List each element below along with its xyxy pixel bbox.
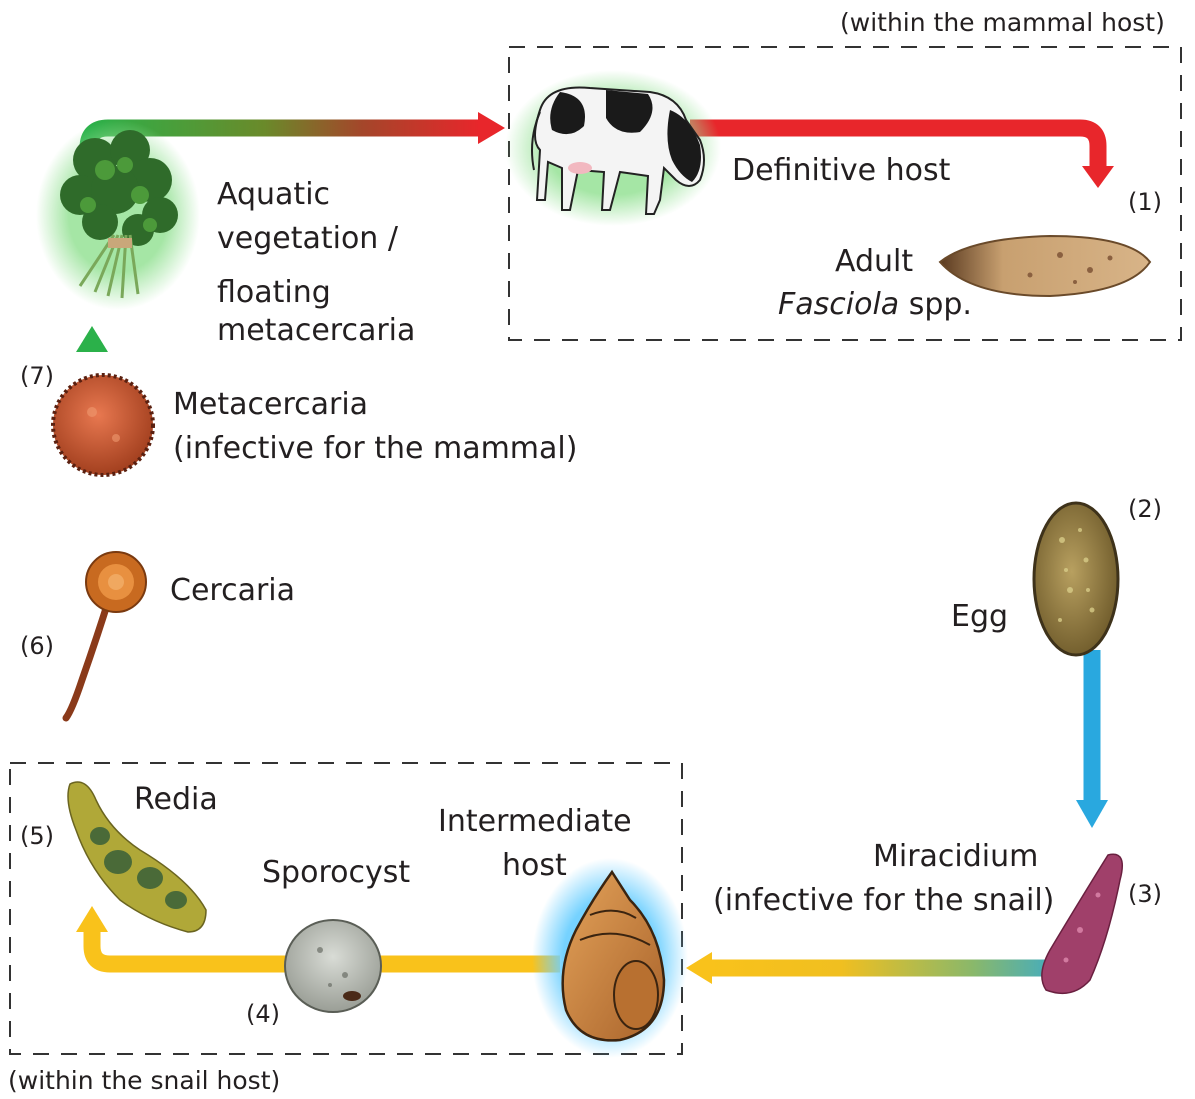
intermediate-host-label-line1: Intermediate	[438, 803, 632, 841]
stage-number-3: (3)	[1128, 880, 1162, 908]
arrowhead-to-adult	[1082, 166, 1114, 188]
arrowhead-to-miracidium	[1076, 800, 1108, 828]
adult-suffix: spp.	[899, 287, 972, 322]
vegetation-label-line3: floating	[217, 274, 331, 312]
arrowhead-to-host	[478, 112, 505, 144]
mammal-box-caption: (within the mammal host)	[840, 8, 1165, 38]
stage-number-7: (7)	[20, 362, 54, 390]
snail-box-caption: (within the snail host)	[8, 1066, 280, 1096]
stage-number-6: (6)	[20, 632, 54, 660]
egg-label: Egg	[951, 598, 1008, 636]
cow-icon	[505, 70, 721, 226]
definitive-host-label: Definitive host	[732, 152, 950, 190]
adult-genus: Fasciola	[778, 287, 899, 322]
vegetation-label-line1: Aquatic	[217, 176, 330, 214]
arrow-miracidium-to-snail	[710, 955, 1085, 968]
arrowhead-to-snail	[686, 952, 712, 984]
metacercaria-icon	[53, 375, 153, 475]
intermediate-host-label-line2: host	[502, 847, 567, 885]
arrowhead-to-vegetation	[76, 326, 108, 352]
redia-label: Redia	[134, 781, 218, 819]
miracidium-label-line1: Miracidium	[873, 838, 1038, 876]
sporocyst-label: Sporocyst	[262, 854, 410, 892]
snail-icon	[532, 858, 688, 1058]
aquatic-plant-icon	[36, 120, 200, 310]
cercaria-icon	[66, 552, 146, 718]
vegetation-label-line2: vegetation /	[217, 220, 398, 258]
arrowhead-to-redia	[76, 906, 108, 932]
metacercaria-label-line2: (infective for the mammal)	[173, 430, 577, 468]
vegetation-label-line4: metacercaria	[217, 312, 415, 350]
stage-number-2: (2)	[1128, 495, 1162, 523]
sporocyst-icon	[285, 920, 381, 1012]
stage-number-5: (5)	[20, 822, 54, 850]
cercaria-label: Cercaria	[170, 572, 295, 610]
adult-label-line1: Adult	[835, 243, 913, 281]
metacercaria-label-line1: Metacercaria	[173, 386, 368, 424]
stage-number-1: (1)	[1128, 188, 1162, 216]
adult-label-line2: Fasciola spp.	[778, 286, 972, 324]
stage-number-4: (4)	[246, 1000, 280, 1028]
egg-icon	[1034, 503, 1118, 655]
miracidium-label-line2: (infective for the snail)	[713, 882, 1054, 920]
miracidium-icon	[1042, 854, 1122, 993]
